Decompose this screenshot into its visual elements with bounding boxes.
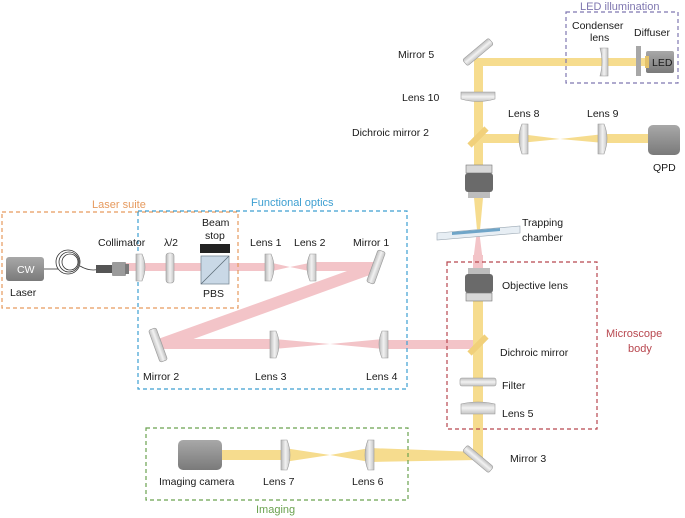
beam-stop (200, 244, 230, 253)
laser-beam-lens1-lens2 (268, 262, 314, 272)
filter-label: Filter (502, 380, 526, 392)
functional-optics-title: Functional optics (251, 197, 334, 209)
mirror-1 (366, 249, 386, 285)
laser-beam-diagonal (158, 262, 378, 349)
lens-7 (280, 439, 291, 471)
pbs-cube (200, 255, 230, 285)
led-beam-cone (474, 198, 483, 230)
led-beam-lens8-lens9 (520, 134, 604, 143)
collimator-lens (135, 253, 146, 282)
lens-5-label: Lens 5 (502, 408, 534, 420)
lens-3-label: Lens 3 (255, 371, 287, 383)
laser-beam-to-mirror1 (314, 262, 374, 271)
beam-stop-label-2: stop (205, 230, 225, 242)
laser-suite-box (1, 211, 239, 309)
mirror-1-label: Mirror 1 (353, 237, 389, 249)
microscope-body-box (446, 261, 598, 430)
condenser-label-1: Condenser (572, 20, 624, 32)
laser-suite-title: Laser suite (92, 199, 146, 211)
led-beam-top (482, 58, 652, 66)
lens-3 (269, 330, 280, 359)
lens-6 (364, 439, 375, 471)
mirror-5 (462, 38, 494, 66)
imaging-title: Imaging (256, 504, 295, 516)
imaging-camera (178, 440, 222, 470)
diffuser (636, 46, 641, 76)
laser-beam-cone (473, 230, 483, 262)
trapping-chamber-label-1: Trapping (522, 217, 563, 229)
dichroic-mirror (467, 334, 489, 356)
mirror-5-label: Mirror 5 (398, 49, 434, 61)
fiber-coil (44, 249, 101, 275)
lens-1 (264, 253, 275, 282)
lens-7-label: Lens 7 (263, 476, 295, 488)
led-beam-to-lens6 (370, 448, 478, 462)
lens-4-label: Lens 4 (366, 371, 398, 383)
microscope-body-title-1: Microscope (606, 328, 662, 340)
led-illumination-title: LED illumination (580, 1, 659, 13)
condenser-lens (599, 47, 609, 77)
functional-optics-box (137, 210, 408, 390)
lens-8 (518, 123, 529, 155)
laser-beam-lens3-lens4 (274, 339, 384, 349)
lens-4 (378, 330, 389, 359)
led-illumination-box (565, 11, 679, 84)
upper-objective (465, 164, 493, 198)
halfwave-plate (165, 252, 175, 284)
imaging-camera-label: Imaging camera (159, 476, 234, 488)
qpd-label: QPD (653, 162, 676, 174)
lens-2 (306, 253, 317, 282)
filter (459, 377, 497, 387)
mirror-3 (462, 445, 494, 473)
halfwave-plate-label: λ/2 (164, 237, 178, 249)
led-beam-lens6-lens7 (284, 448, 370, 462)
led-beam-to-qpd (604, 134, 650, 143)
mirror-3-label: Mirror 3 (510, 453, 546, 465)
mirror-2 (148, 327, 168, 363)
led-source (645, 51, 674, 73)
objective-lens-label: Objective lens (502, 280, 568, 292)
laser-beam-to-lens3 (160, 339, 272, 349)
lens-1-label: Lens 1 (250, 237, 282, 249)
laser-label: Laser (10, 287, 37, 299)
labels: LED illumination Laser suite Functional … (10, 1, 676, 516)
beam-stop-label-1: Beam (202, 217, 230, 229)
group-boxes (1, 11, 679, 501)
lens-8-label: Lens 8 (508, 108, 540, 120)
pbs-label: PBS (203, 288, 224, 300)
laser-beam-to-dichroic (384, 340, 480, 349)
qpd-detector (648, 125, 680, 155)
collimator (96, 262, 129, 276)
mirror-2-label: Mirror 2 (143, 371, 179, 383)
imaging-box (145, 427, 409, 501)
lower-objective (465, 268, 493, 302)
led-beam-to-camera (222, 450, 284, 460)
lens-10 (460, 91, 496, 102)
lens-6-label: Lens 6 (352, 476, 384, 488)
diffuser-label: Diffuser (634, 27, 670, 39)
cw-laser (6, 257, 44, 281)
condenser-label-2: lens (590, 32, 609, 44)
led-label: LED (652, 57, 673, 69)
dichroic-mirror-2-label: Dichroic mirror 2 (352, 127, 429, 139)
trapping-chamber (436, 225, 521, 241)
led-beam-down-top (474, 58, 483, 168)
lens-5 (460, 401, 496, 415)
dichroic-mirror-2 (467, 126, 489, 148)
collimator-label: Collimator (98, 237, 146, 249)
lens-9 (597, 123, 608, 155)
microscope-body-title-2: body (628, 343, 652, 355)
led-beam-to-lens8 (480, 134, 520, 143)
cw-label: CW (17, 264, 35, 276)
trapping-chamber-label-2: chamber (522, 232, 563, 244)
lens-10-label: Lens 10 (402, 92, 440, 104)
lens-9-label: Lens 9 (587, 108, 619, 120)
lens-2-label: Lens 2 (294, 237, 326, 249)
laser-beam-input (125, 263, 265, 271)
dichroic-mirror-label: Dichroic mirror (500, 347, 569, 359)
